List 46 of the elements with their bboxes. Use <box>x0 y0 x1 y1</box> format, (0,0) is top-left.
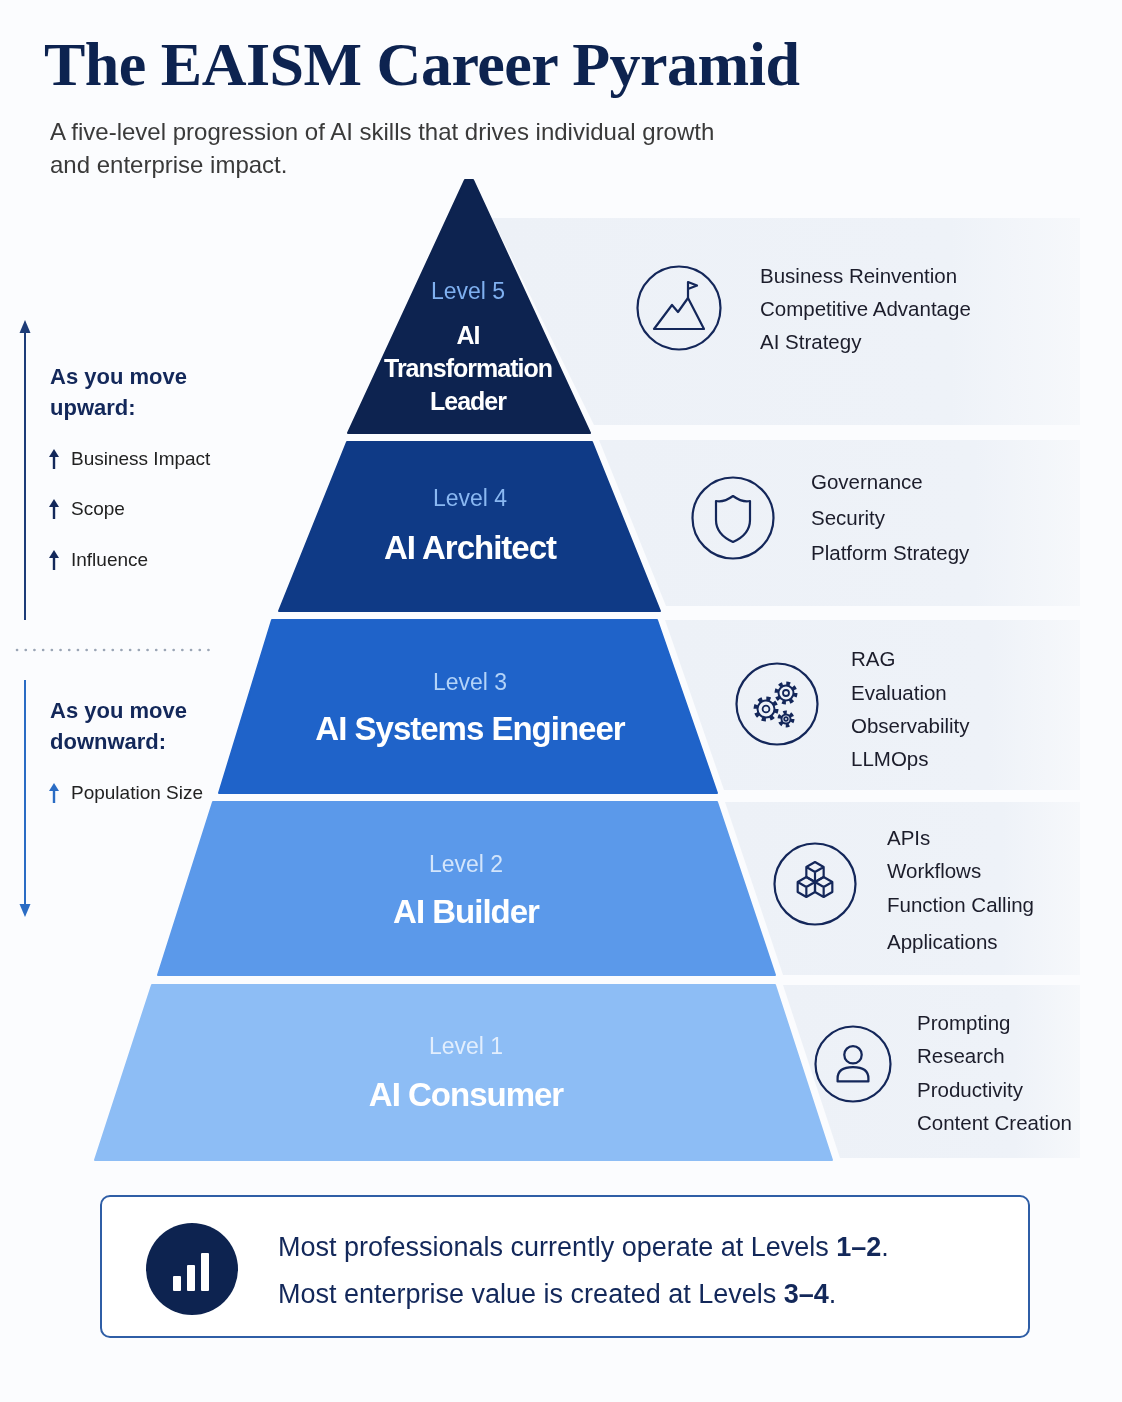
skill-label: Function Calling <box>887 892 1034 918</box>
level-label: Level 4 <box>432 484 508 512</box>
section-heading: As you move downward: <box>50 697 188 756</box>
skill-label: AI Strategy <box>760 329 862 355</box>
skill-label: Business Reinvention <box>760 263 958 289</box>
skill-label: APIs <box>887 825 931 851</box>
skill-label: Evaluation <box>851 680 947 706</box>
skill-label: Prompting <box>917 1010 1011 1036</box>
level-label: Level 5 <box>430 277 506 305</box>
skill-label: Governance <box>811 469 923 495</box>
tier-title: AI Consumer <box>368 1075 564 1115</box>
tier-title: AI Systems Engineer <box>315 709 625 749</box>
summary-text: Most enterprise value is created at Levels 3–4. <box>278 1278 837 1311</box>
skill-label: Competitive Advantage <box>760 296 971 322</box>
pyramid-tier <box>348 180 590 433</box>
trend-label: Business Impact <box>71 447 211 471</box>
skill-label: RAG <box>851 646 896 672</box>
trend-label: Influence <box>71 548 149 572</box>
level-label: Level 3 <box>432 668 508 696</box>
skill-label: Security <box>811 505 886 531</box>
subtitle: A five-level progression of AI skills that drives individual growth and enterprise impact. <box>50 117 716 180</box>
skills-panel <box>725 802 1080 975</box>
summary-text: Most professionals currently operate at Levels 1–2. <box>278 1231 889 1264</box>
skill-label: LLMOps <box>851 746 929 772</box>
skill-label: Platform Strategy <box>811 540 970 566</box>
pyramid-tier <box>219 620 717 793</box>
tier-title: AI Transformation Leader <box>383 320 553 417</box>
level-label: Level 2 <box>428 850 504 878</box>
skill-label: Content Creation <box>917 1110 1072 1136</box>
tier-title: AI Architect <box>384 528 556 568</box>
trend-label: Scope <box>71 497 125 521</box>
skill-label: Applications <box>887 929 998 955</box>
pyramid-tier <box>158 802 775 975</box>
skill-label: Observability <box>851 713 970 739</box>
page-title: The EAISM Career Pyramid <box>44 29 800 100</box>
pyramid-tier <box>95 985 832 1160</box>
skills-panel <box>783 985 1080 1158</box>
skill-label: Productivity <box>917 1077 1023 1103</box>
pyramid-tier <box>279 442 660 611</box>
summary-box <box>100 1195 1030 1338</box>
skill-label: Research <box>917 1043 1005 1069</box>
trend-label: Population Size <box>71 781 204 805</box>
tier-title: AI Builder <box>393 892 539 932</box>
skill-label: Workflows <box>887 858 982 884</box>
level-label: Level 1 <box>428 1032 504 1060</box>
section-heading: As you move upward: <box>50 363 188 422</box>
